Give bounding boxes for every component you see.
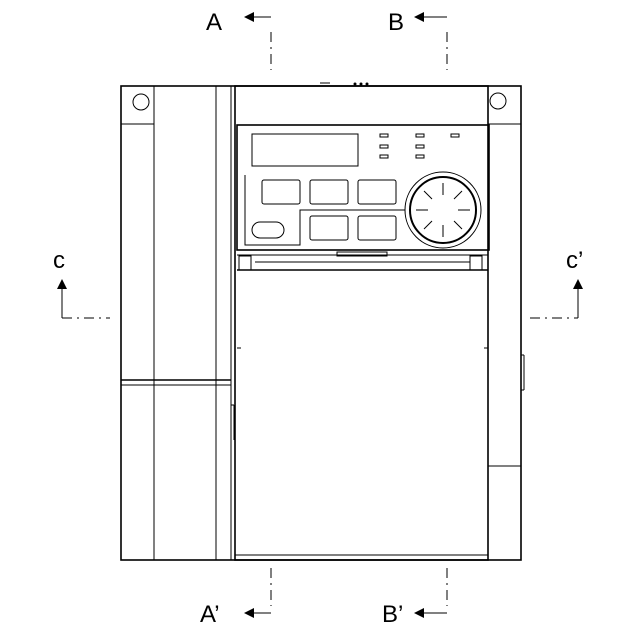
enclosure-outline — [121, 86, 521, 560]
label-b: B — [388, 9, 404, 36]
mount-hole-top-left — [133, 94, 149, 110]
indicator-led — [416, 145, 424, 148]
arrow-head-b-prime — [414, 608, 424, 618]
indicator-led — [380, 145, 388, 148]
arrow-head-c-prime — [573, 279, 583, 289]
enclosure — [121, 86, 524, 560]
mount-hole-top-right — [490, 93, 506, 109]
panel-key — [310, 180, 348, 204]
label-a: A — [206, 9, 222, 36]
front-body — [235, 83, 488, 561]
indicator-led — [380, 134, 388, 137]
indicator-led — [416, 155, 424, 158]
arrow-head-a — [244, 12, 254, 22]
arrow-head-b — [414, 12, 424, 22]
indicator-led — [380, 155, 388, 158]
panel-key — [262, 180, 300, 204]
oval-key — [252, 222, 284, 238]
hinge-clip-right — [470, 256, 482, 270]
vent-dot — [360, 83, 363, 86]
dial-grip-marks — [416, 183, 470, 237]
arrow-head-a-prime — [244, 608, 254, 618]
indicator-led — [451, 134, 459, 137]
vent-dot — [366, 83, 369, 86]
vent-dot — [354, 83, 357, 86]
panel-key — [358, 180, 396, 204]
hinge-clip-left — [239, 256, 251, 270]
lower-cover — [235, 252, 488, 555]
arrow-head-c — [57, 279, 67, 289]
key-area-outline — [245, 175, 405, 245]
label-c: c — [53, 247, 65, 274]
operation-panel — [237, 125, 489, 250]
panel-key — [310, 216, 348, 240]
label-b-prime: B’ — [382, 601, 403, 628]
front-body-outline — [235, 86, 488, 560]
panel-outline — [237, 125, 489, 250]
panel-key — [358, 216, 396, 240]
label-a-prime: A’ — [200, 601, 220, 628]
label-c-prime: c’ — [566, 247, 583, 274]
led-display — [252, 134, 358, 166]
indicator-led — [416, 134, 424, 137]
